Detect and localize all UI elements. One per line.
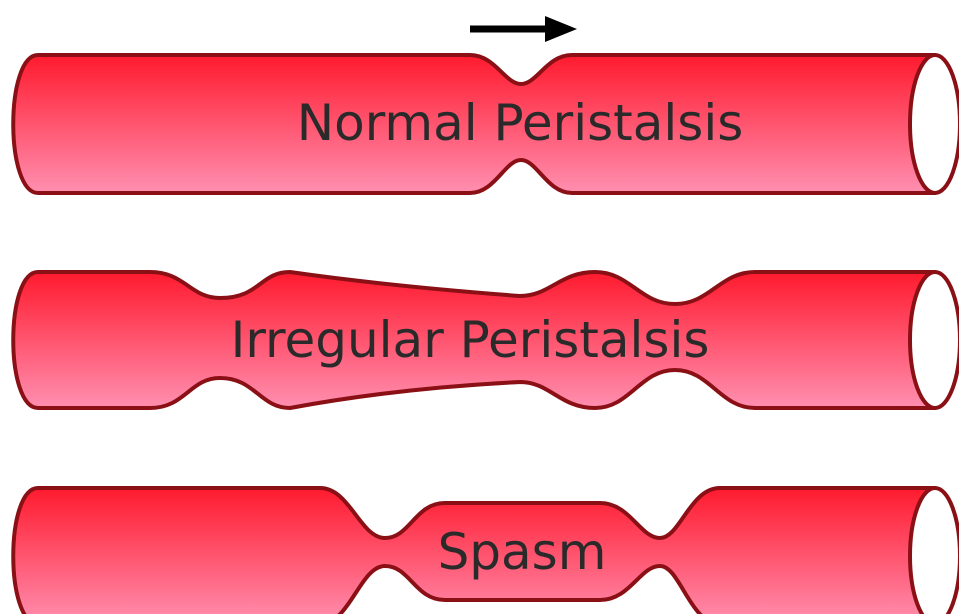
tube-irregular-peristalsis: Irregular Peristalsis [13,272,959,408]
tube-label: Normal Peristalsis [297,94,744,152]
tube-opening [910,272,959,408]
right-arrow-icon [470,16,577,42]
tube-label: Spasm [438,523,607,581]
tube-normal-peristalsis: Normal Peristalsis [13,55,959,193]
tube-opening [910,55,959,193]
tube-label: Irregular Peristalsis [231,311,710,369]
tube-spasm: Spasm [13,488,959,614]
tube-opening [910,488,959,614]
